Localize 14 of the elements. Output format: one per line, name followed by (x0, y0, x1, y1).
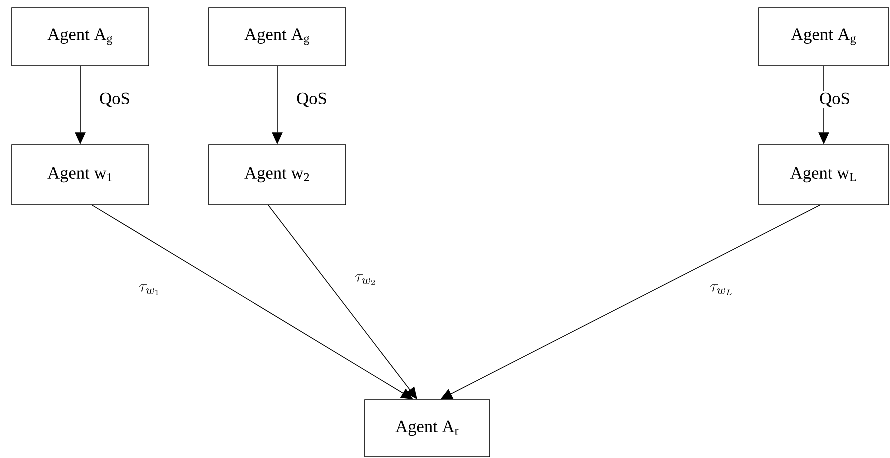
edge-label: $\tau_{w_1}$ (138, 283, 162, 297)
edge-label: QoS (98, 92, 132, 108)
edge-label: $\tau_{w_L}$ (708, 283, 736, 297)
edge-label: QoS (295, 92, 329, 108)
agent-box: Agent A$_{g}$ (12, 8, 150, 66)
agent-box: Agent w$_{2}$ (208, 144, 346, 206)
edge-label: QoS (818, 92, 852, 108)
agent-box: Agent A$_{g}$ (758, 8, 890, 66)
arrow (440, 205, 820, 400)
agent-box: Agent A$_{r}$ (364, 400, 490, 458)
edge-label: $\tau_{w_2}$ (354, 273, 378, 287)
agent-box: Agent w$_{1}$ (12, 144, 150, 206)
agent-box: Agent w$_{L}$ (758, 144, 890, 206)
agent-box: Agent A$_{g}$ (208, 8, 346, 66)
